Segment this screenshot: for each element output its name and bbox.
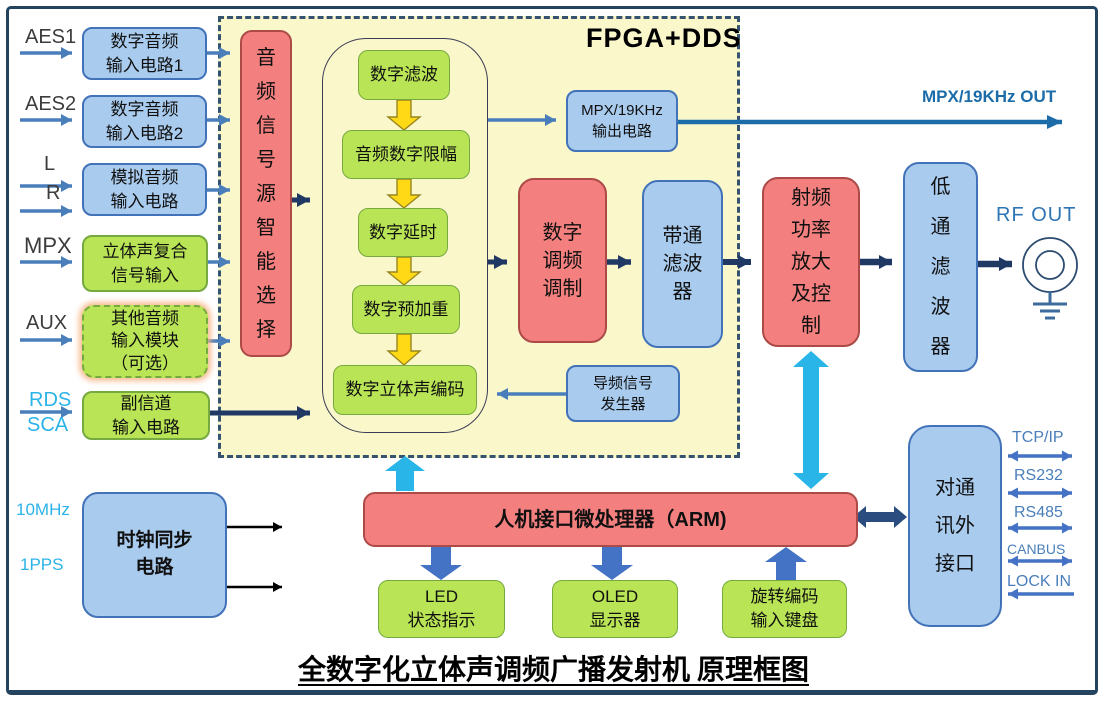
box-aux-input-module: 其他音频 输入模块 （可选） <box>82 305 208 378</box>
label-10mhz: 10MHz <box>16 500 70 519</box>
box-digital-fm-modulator: 数字 调频 调制 <box>518 178 607 343</box>
fpga-dds-label: FPGA+DDS <box>586 23 742 53</box>
box-clock-sync: 时钟同步 电路 <box>82 492 227 618</box>
diagram-title: 全数字化立体声调频广播发射机 原理框图 <box>297 655 809 686</box>
label-rs232: RS232 <box>1014 467 1063 484</box>
box-pilot-generator: 导频信号 发生器 <box>566 365 680 422</box>
outer-frame <box>6 6 1098 695</box>
box-mpx-output-circuit: MPX/19KHz 输出电路 <box>566 90 678 152</box>
label-l: L <box>44 153 56 175</box>
box-digital-delay: 数字延时 <box>358 208 448 257</box>
label-aux: AUX <box>26 312 68 334</box>
box-subchannel-input: 副信道 输入电路 <box>82 391 210 440</box>
box-digital-filter: 数字滤波 <box>358 50 450 100</box>
box-lowpass-filter: 低 通 滤 波 器 <box>903 162 978 372</box>
box-oled-display: OLED 显示器 <box>552 580 678 638</box>
label-rs485: RS485 <box>1014 504 1063 521</box>
label-tcpip: TCP/IP <box>1012 429 1064 446</box>
box-stereo-composite-input: 立体声复合 信号输入 <box>82 235 208 292</box>
box-audio-source-selector: 音 频 信 号 源 智 能 选 择 <box>240 30 292 357</box>
box-comm-interface: 对通 讯外 接口 <box>908 425 1002 627</box>
label-mpx: MPX <box>24 233 72 258</box>
label-r: R <box>46 182 61 204</box>
label-1pps: 1PPS <box>20 555 64 574</box>
label-sca: SCA <box>27 414 69 436</box>
label-mpx-out: MPX/19KHz OUT <box>922 87 1057 106</box>
box-rotary-encoder: 旋转编码 输入键盘 <box>722 580 847 638</box>
label-canbus: CANBUS <box>1007 541 1066 557</box>
box-digital-stereo-encoder: 数字立体声编码 <box>333 365 477 415</box>
box-led-status: LED 状态指示 <box>378 580 505 638</box>
box-digital-limiter: 音频数字限幅 <box>342 130 470 179</box>
label-lockin: LOCK IN <box>1007 573 1072 590</box>
box-digital-audio-input-1: 数字音频 输入电路1 <box>82 27 207 80</box>
label-aes2: AES2 <box>25 93 77 115</box>
box-bandpass-filter: 带通 滤波 器 <box>642 180 723 348</box>
label-rds: RDS <box>29 389 72 411</box>
box-analog-audio-input: 模拟音频 输入电路 <box>82 163 207 216</box>
label-aes1: AES1 <box>25 26 77 48</box>
box-rf-power-amp: 射频 功率 放大 及控 制 <box>762 177 860 347</box>
box-digital-preemphasis: 数字预加重 <box>352 285 460 334</box>
box-digital-audio-input-2: 数字音频 输入电路2 <box>82 95 207 148</box>
box-arm-processor: 人机接口微处理器（ARM) <box>363 492 858 547</box>
label-rf-out: RF OUT <box>996 204 1077 226</box>
